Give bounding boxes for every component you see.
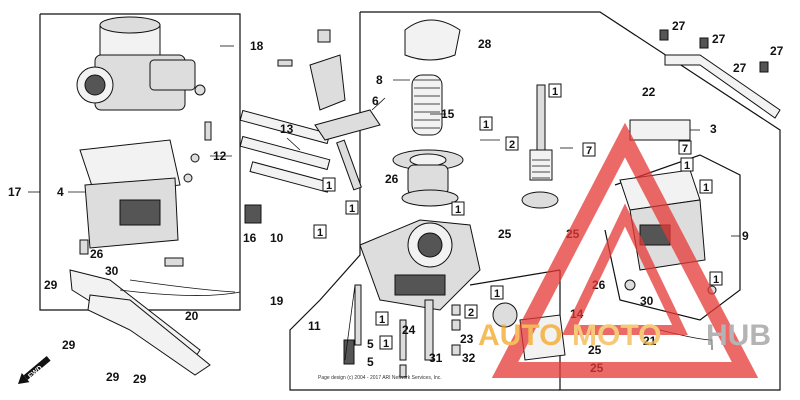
linkage-6 <box>314 109 381 191</box>
boxed-callout-7-a: 7 <box>582 142 596 157</box>
svg-text:1: 1 <box>713 274 719 286</box>
boxed-callout-1-j: 1 <box>709 271 723 286</box>
boxed-callout-1-e: 1 <box>479 116 493 131</box>
brackets-29 <box>69 269 241 376</box>
callout-3: 3 <box>710 122 717 136</box>
callout-20: 20 <box>185 309 199 323</box>
callout-26-b: 26 <box>385 172 399 186</box>
boxed-callout-1-f: 1 <box>548 83 562 98</box>
watermark-hub: HUB <box>706 319 771 352</box>
callout-30-a: 30 <box>105 264 119 278</box>
callout-4: 4 <box>57 185 64 199</box>
callout-10: 10 <box>270 231 284 245</box>
callout-26-a: 26 <box>90 247 104 261</box>
callout-30-b: 30 <box>640 294 654 308</box>
carburetor-assembly-left <box>76 16 206 249</box>
callout-21: 21 <box>643 334 657 348</box>
callout-15: 15 <box>441 107 455 121</box>
watermark: AUTO MOTO HUB <box>478 122 771 378</box>
svg-text:1: 1 <box>383 338 389 350</box>
leader-lines <box>28 45 740 237</box>
spring-7 <box>532 159 550 179</box>
svg-text:7: 7 <box>682 143 688 155</box>
callout-5-b: 5 <box>367 355 374 369</box>
boxed-callout-1-g: 1 <box>375 311 389 326</box>
bracket-18-area <box>277 29 346 111</box>
svg-text:2: 2 <box>509 139 515 151</box>
watermark-triangle-logo <box>491 122 759 378</box>
callout-27-c: 27 <box>733 61 747 75</box>
svg-text:1: 1 <box>703 182 709 194</box>
callout-25-a: 25 <box>498 227 512 241</box>
boxed-callout-1-c: 1 <box>313 224 327 239</box>
svg-text:1: 1 <box>349 203 355 215</box>
svg-text:1: 1 <box>552 86 558 98</box>
callout-19: 19 <box>270 294 284 308</box>
boxed-callout-1-l: 1 <box>379 335 393 350</box>
cable-11 <box>344 284 356 361</box>
fasteners-left <box>79 121 212 267</box>
callout-29-a: 29 <box>44 278 58 292</box>
callout-labels: 18 17 4 12 13 26 30 16 10 20 19 11 29 29… <box>8 19 784 386</box>
svg-text:1: 1 <box>483 119 489 131</box>
svg-text:2: 2 <box>468 307 474 319</box>
piston-diaphragm <box>392 19 464 207</box>
callout-6: 6 <box>372 94 379 108</box>
callout-27-d: 27 <box>770 44 784 58</box>
callout-5-a: 5 <box>367 337 374 351</box>
boxed-callout-1-d: 1 <box>451 201 465 216</box>
svg-text:1: 1 <box>317 227 323 239</box>
callout-25-c: 25 <box>588 343 602 357</box>
needle-slide-right-center <box>521 84 559 209</box>
callout-16: 16 <box>243 231 257 245</box>
svg-text:1: 1 <box>326 180 332 192</box>
callout-24: 24 <box>402 323 416 337</box>
svg-text:1: 1 <box>684 160 690 172</box>
boxed-callout-2-a: 2 <box>505 136 519 151</box>
watermark-moto: MOTO <box>572 319 661 352</box>
boxed-callout-7-b: 7 <box>678 140 692 155</box>
watermark-auto: AUTO <box>478 319 562 352</box>
callout-28: 28 <box>478 37 492 51</box>
rods-10-13 <box>239 109 331 224</box>
callout-9: 9 <box>742 229 749 243</box>
callout-29-c: 29 <box>106 370 120 384</box>
copyright-text: Page design (c) 2004 - 2017 ARI Network … <box>318 375 442 381</box>
boxed-callout-1-i: 1 <box>699 179 713 194</box>
boxed-callout-1-k: 1 <box>490 285 504 300</box>
callout-31: 31 <box>429 351 443 365</box>
spring-15 <box>414 79 440 129</box>
callout-23: 23 <box>460 332 474 346</box>
svg-text:1: 1 <box>494 288 500 300</box>
svg-text:7: 7 <box>586 145 592 157</box>
svg-text:1: 1 <box>379 314 385 326</box>
callout-8: 8 <box>376 73 383 87</box>
boxed-callout-2-b: 2 <box>464 304 478 319</box>
callout-22: 22 <box>642 85 656 99</box>
callout-29-b: 29 <box>62 338 76 352</box>
jet-column <box>343 284 461 378</box>
callout-29-d: 29 <box>133 372 147 386</box>
boxed-callout-1-b: 1 <box>345 200 359 215</box>
boxed-callout-1-h: 1 <box>680 157 694 172</box>
carburetor-body-center <box>359 219 481 311</box>
callout-13: 13 <box>280 122 294 136</box>
svg-text:1: 1 <box>455 204 461 216</box>
callout-27-a: 27 <box>672 19 686 33</box>
boxed-callout-1-a: 1 <box>322 177 336 192</box>
fwd-arrow: FWD <box>18 355 51 384</box>
callout-11: 11 <box>308 319 321 333</box>
callout-12: 12 <box>213 149 227 163</box>
callout-18: 18 <box>250 39 264 53</box>
callout-27-b: 27 <box>712 32 726 46</box>
callout-17: 17 <box>8 185 22 199</box>
callout-32: 32 <box>462 351 476 365</box>
